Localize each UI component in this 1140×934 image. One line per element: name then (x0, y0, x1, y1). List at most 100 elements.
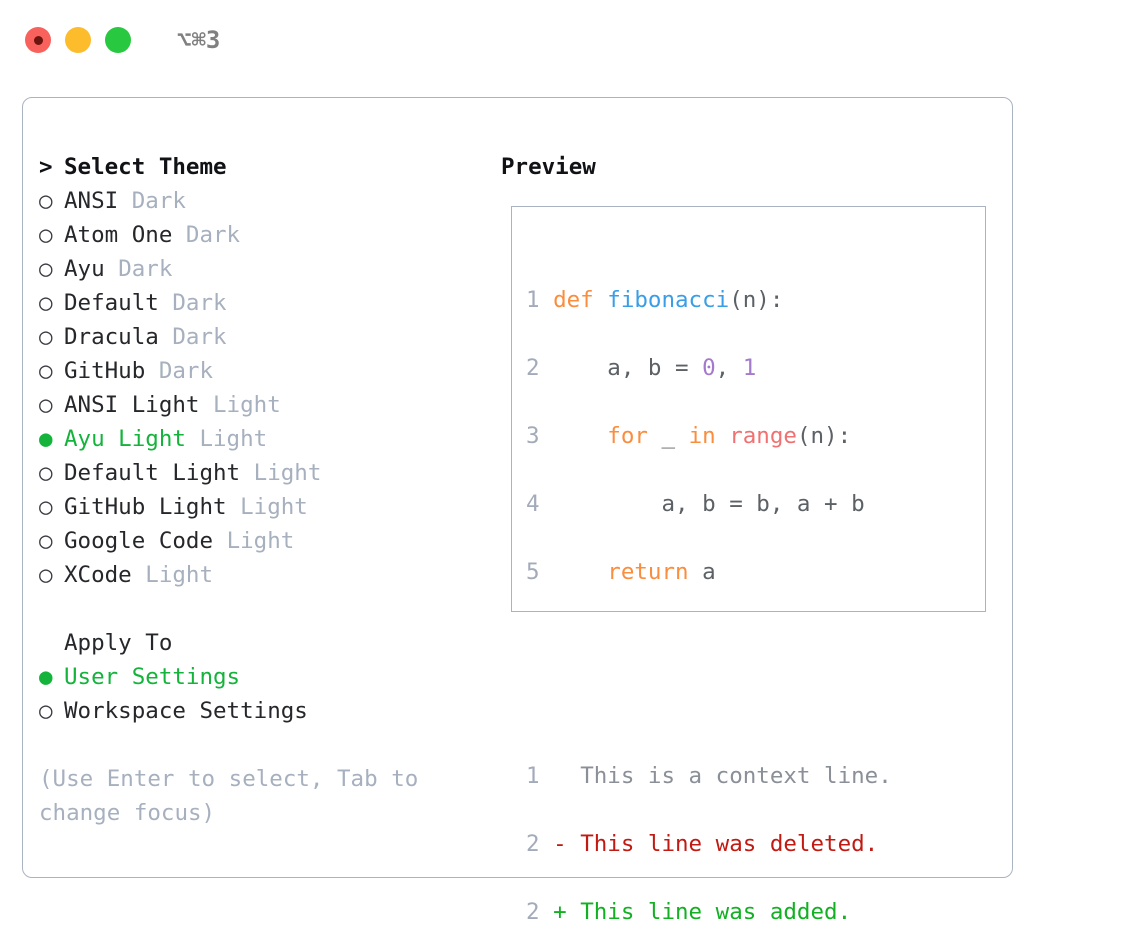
theme-item-ayu[interactable]: ○ Ayu Dark (39, 252, 499, 286)
apply-to-item-workspace-settings[interactable]: ○ Workspace Settings (39, 694, 499, 728)
radio-icon[interactable]: ○ (39, 222, 67, 248)
radio-icon[interactable]: ○ (39, 256, 67, 282)
radio-icon[interactable]: ○ (39, 562, 67, 588)
radio-icon[interactable]: ○ (39, 290, 67, 316)
radio-selected-icon[interactable]: ● (39, 426, 67, 452)
code-token: for (607, 423, 648, 449)
list-spacer (39, 592, 499, 626)
theme-name: XCode (64, 562, 132, 588)
theme-name: Default (64, 290, 159, 316)
code-line: 1 def fibonacci(n): (526, 283, 892, 317)
keyboard-hint-text: (Use Enter to select, Tab to change focu… (39, 766, 419, 826)
radio-icon[interactable]: ○ (39, 358, 67, 384)
theme-item-dracula[interactable]: ○ Dracula Dark (39, 320, 499, 354)
radio-selected-icon[interactable]: ● (39, 664, 67, 690)
radio-icon[interactable]: ○ (39, 494, 67, 520)
line-number: 4 (526, 491, 540, 517)
theme-kind: Dark (158, 358, 214, 384)
theme-name: Ayu Light (64, 426, 186, 452)
theme-item-google-code[interactable]: ○ Google Code Light (39, 524, 499, 558)
diff-text: This line was added. (580, 899, 852, 925)
theme-kind: Light (145, 562, 214, 588)
line-number: 2 (526, 899, 540, 925)
theme-kind: Dark (131, 188, 186, 214)
theme-kind: Light (253, 460, 322, 486)
code-token: fibonacci (607, 287, 730, 313)
theme-item-default-light[interactable]: ○ Default Light Light (39, 456, 499, 490)
theme-item-default[interactable]: ○ Default Dark (39, 286, 499, 320)
diff-text: This is a context line. (580, 763, 892, 789)
radio-icon[interactable]: ○ (39, 324, 67, 350)
apply-to-indent (39, 626, 64, 660)
close-button[interactable] (25, 27, 51, 53)
apply-to-option-label: User Settings (64, 664, 241, 690)
radio-icon[interactable]: ○ (39, 698, 67, 724)
code-sample: 1 def fibonacci(n): 2 a, b = 0, 1 3 for … (526, 249, 892, 934)
theme-item-ansi[interactable]: ○ ANSI Dark (39, 184, 499, 218)
apply-to-item-user-settings[interactable]: ● User Settings (39, 660, 499, 694)
code-token (716, 423, 730, 449)
radio-icon[interactable]: ○ (39, 528, 67, 554)
code-token (553, 423, 607, 449)
minimize-button[interactable] (65, 27, 91, 53)
line-number: 2 (526, 355, 540, 381)
theme-name: GitHub Light (64, 494, 227, 520)
radio-icon[interactable]: ○ (39, 392, 67, 418)
code-line: 3 for _ in range(n): (526, 419, 892, 453)
select-theme-heading: > Select Theme (39, 150, 499, 184)
theme-item-ayu-light[interactable]: ● Ayu Light Light (39, 422, 499, 456)
theme-name: Google Code (64, 528, 214, 554)
heading-label: Select Theme (64, 154, 227, 180)
theme-name: ANSI Light (64, 392, 200, 418)
code-token (553, 559, 607, 585)
theme-name: Dracula (64, 324, 159, 350)
code-token: , (715, 355, 743, 381)
code-token: _ (647, 423, 689, 449)
diff-marker: - (553, 831, 581, 857)
code-diff-separator (526, 657, 892, 691)
panel-columns: > Select Theme ○ ANSI Dark ○ Atom One Da… (23, 98, 1012, 925)
theme-item-xcode[interactable]: ○ XCode Light (39, 558, 499, 592)
theme-item-atom-one[interactable]: ○ Atom One Dark (39, 218, 499, 252)
zoom-button[interactable] (105, 27, 131, 53)
apply-to-label: Apply To (64, 630, 173, 656)
theme-name: Default Light (64, 460, 241, 486)
theme-item-ansi-light[interactable]: ○ ANSI Light Light (39, 388, 499, 422)
theme-kind: Dark (185, 222, 241, 248)
theme-kind: Dark (172, 290, 227, 316)
line-number: 1 (526, 287, 540, 313)
code-token: a (688, 559, 716, 585)
code-line: 4 a, b = b, a + b (526, 487, 892, 521)
diff-line-added: 2 + This line was added. (526, 895, 892, 929)
diff-marker (553, 763, 580, 789)
theme-name: Atom One (64, 222, 173, 248)
preview-heading: Preview (501, 154, 596, 180)
apply-to-heading: Apply To (39, 626, 499, 660)
theme-kind: Light (240, 494, 308, 520)
code-token: in (688, 423, 716, 449)
theme-item-github[interactable]: ○ GitHub Dark (39, 354, 499, 388)
window-controls (25, 27, 131, 53)
apply-to-option-label: Workspace Settings (64, 698, 308, 724)
code-token: (n): (729, 287, 784, 313)
theme-picker-panel: > Select Theme ○ ANSI Dark ○ Atom One Da… (22, 97, 1013, 925)
theme-kind: Dark (118, 256, 173, 282)
code-line: 2 a, b = 0, 1 (526, 351, 892, 385)
code-token: range (729, 423, 797, 449)
line-number: 5 (526, 559, 540, 585)
keyboard-shortcut-label: ⌥⌘3 (177, 26, 221, 54)
code-token: def (553, 287, 608, 313)
line-number: 1 (526, 763, 540, 789)
code-token: 0 (702, 355, 716, 381)
diff-line-context: 1 This is a context line. (526, 759, 892, 793)
diff-line-deleted: 2 - This line was deleted. (526, 827, 892, 861)
theme-selection-column: > Select Theme ○ ANSI Dark ○ Atom One Da… (39, 150, 499, 830)
radio-icon[interactable]: ○ (39, 460, 67, 486)
theme-item-github-light[interactable]: ○ GitHub Light Light (39, 490, 499, 524)
window-titlebar: ⌥⌘3 (0, 0, 1140, 80)
radio-icon[interactable]: ○ (39, 188, 67, 214)
diff-text: This line was deleted. (580, 831, 879, 857)
code-token: (n): (796, 423, 852, 449)
code-token: a, b = b, a + b (553, 491, 865, 517)
